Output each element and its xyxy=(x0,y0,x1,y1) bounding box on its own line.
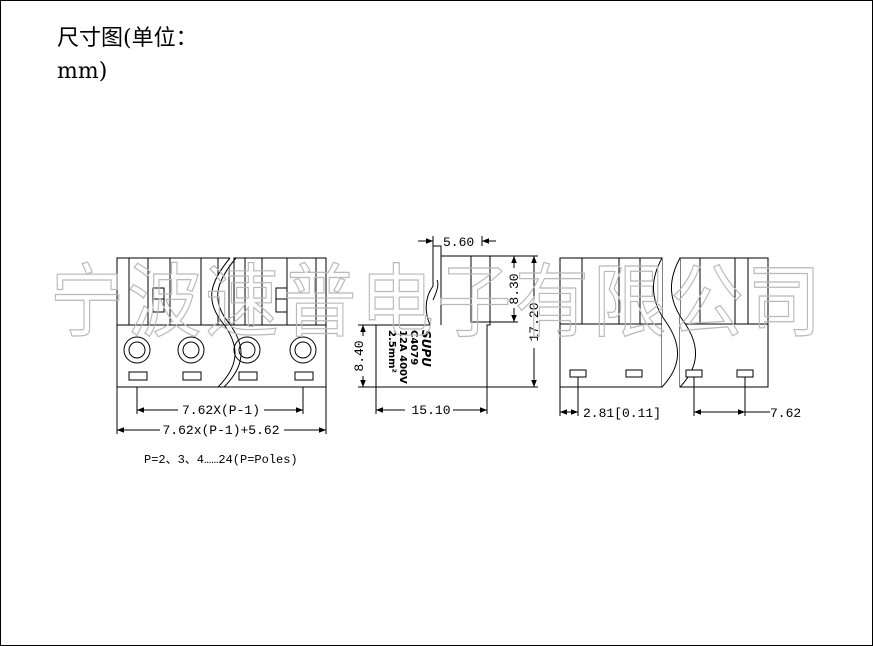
lower-height-dimension: 8.40 xyxy=(352,340,367,371)
title-line-2: mm) xyxy=(57,59,108,84)
rating-label: 12A 400V xyxy=(397,330,408,384)
brand-label: SUPU xyxy=(419,330,433,367)
top-offset-dimension: 5.60 xyxy=(443,235,474,250)
title-line-1: 尺寸图(单位： xyxy=(57,26,198,51)
depth-dimension: 15.10 xyxy=(411,403,450,418)
screw-1 xyxy=(123,336,151,364)
screw-4 xyxy=(289,336,317,364)
poles-note: P=2、3、4……24(P=Poles) xyxy=(144,453,298,467)
rear-pitch-dimension: 7.62 xyxy=(770,406,801,421)
lower-height-bg xyxy=(352,336,366,376)
screw-3 xyxy=(233,336,261,364)
depth-dim-bg xyxy=(405,402,453,417)
wire-label: 2.5mm² xyxy=(386,330,397,373)
pitch-dimension: 7.62X(P-1) xyxy=(182,403,260,418)
front-view xyxy=(116,257,327,434)
overall-length-dimension: 7.62x(P-1)+5.62 xyxy=(162,423,279,438)
model-label: C4079 xyxy=(408,330,419,365)
body-label: SUPU C4079 12A 400V 2.5mm² xyxy=(386,330,433,384)
total-height-bg xyxy=(523,300,537,348)
screw-2 xyxy=(177,336,205,364)
edge-offset-dimension: 2.81[0.11] xyxy=(583,406,661,421)
pitch-dim-bg xyxy=(178,402,264,417)
upper-height-dimension: 8.30 xyxy=(507,273,522,304)
length-dim-bg xyxy=(160,422,284,437)
total-height-dimension: 17.20 xyxy=(527,302,542,341)
upper-height-bg xyxy=(503,268,517,308)
rear-view xyxy=(559,257,770,416)
watermark: 宁波速普电子有限公司 xyxy=(50,256,825,349)
